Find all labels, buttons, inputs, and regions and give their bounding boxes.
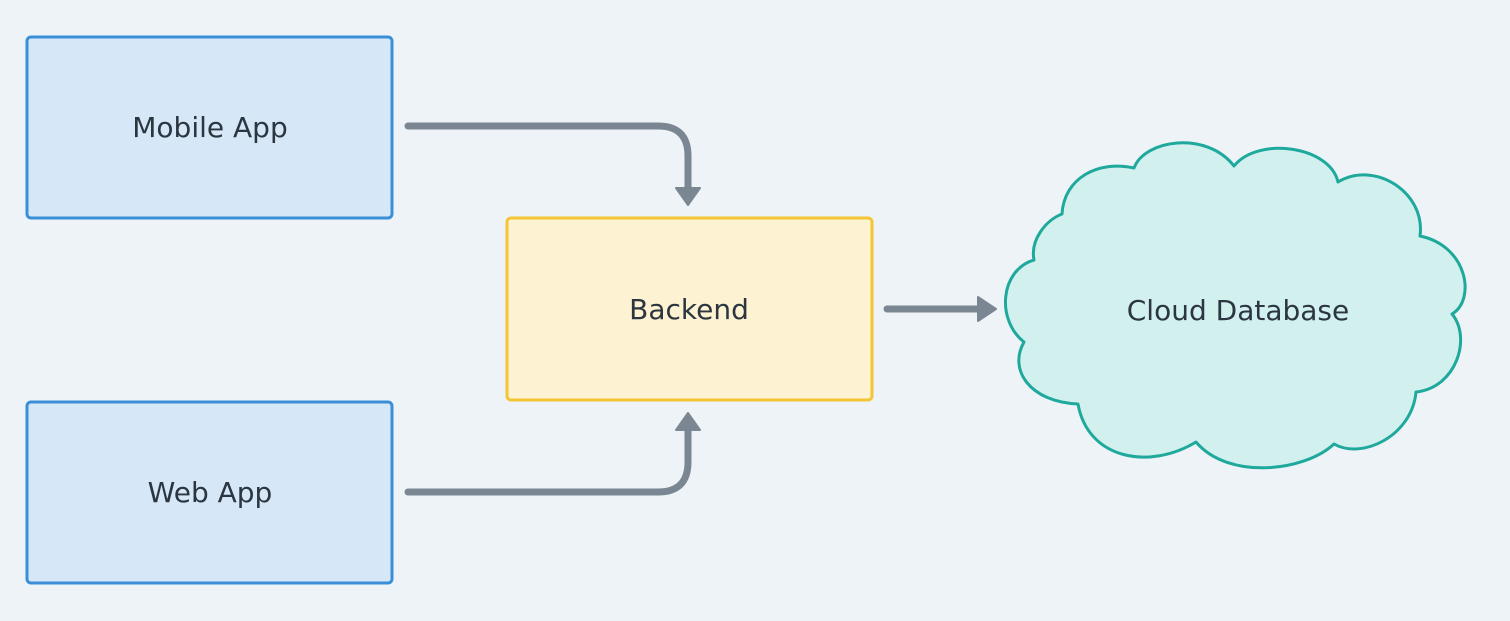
connector-web-to-backend [404,412,701,496]
arrowhead-down-icon [675,187,701,206]
web-app-node[interactable]: Web App [25,400,394,585]
backend-node[interactable]: Backend [505,216,874,402]
backend-label: Backend [629,293,749,326]
web-app-label: Web App [148,476,273,509]
arrowhead-up-icon [675,412,701,431]
connector-backend-to-cloud [883,296,997,322]
cloud-database-shape [1004,141,1467,470]
mobile-app-label: Mobile App [132,111,287,144]
arrowhead-right-icon [977,296,997,322]
web-app-box [25,400,394,585]
connector-line [404,122,692,192]
cloud-database-node[interactable]: Cloud Database [1004,141,1467,470]
connector-line [404,426,692,496]
mobile-app-node[interactable]: Mobile App [25,35,394,220]
cloud-database-label: Cloud Database [1127,294,1349,327]
backend-box [505,216,874,402]
mobile-app-box [25,35,394,220]
connector-mobile-to-backend [404,122,701,206]
